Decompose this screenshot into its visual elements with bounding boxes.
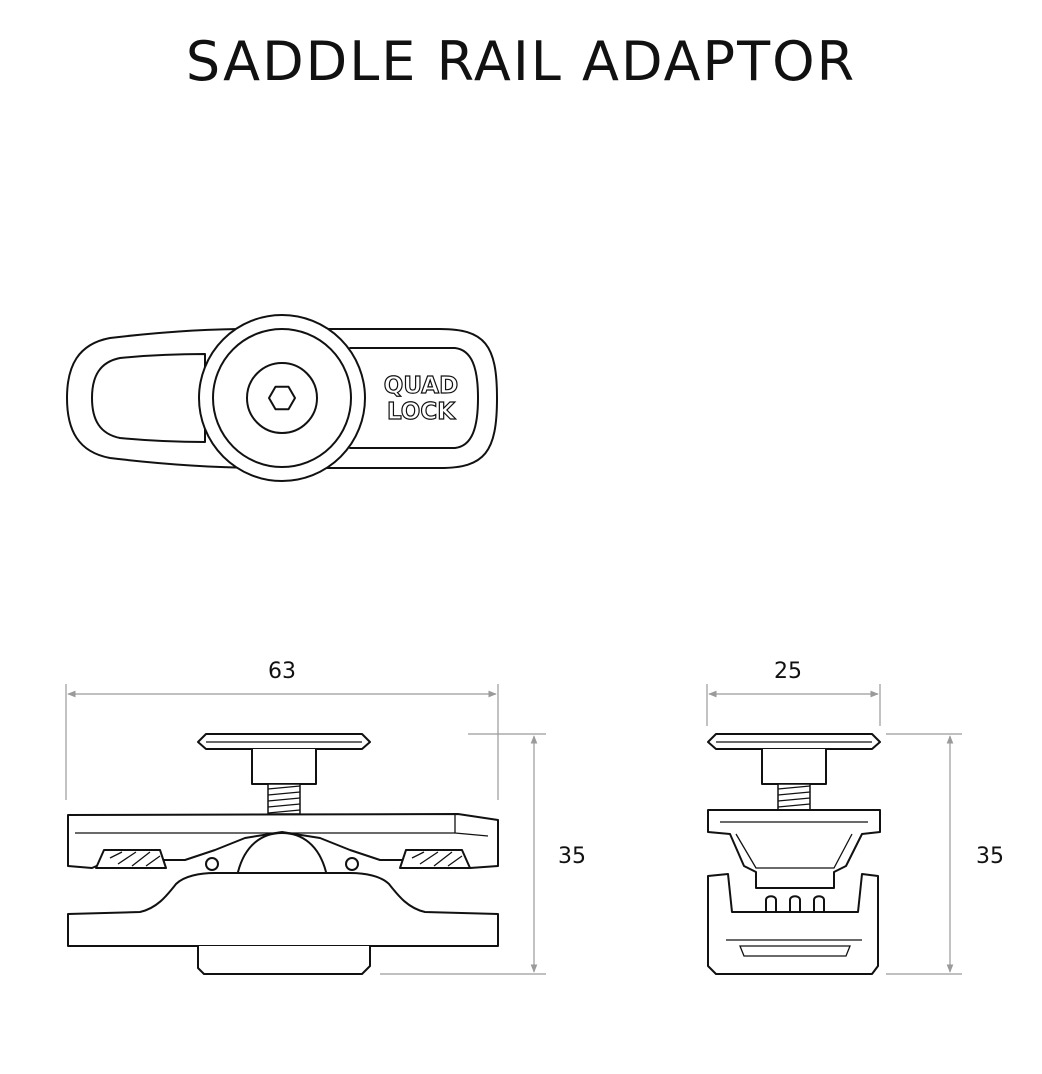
top-view: QUAD LOCK [66,314,498,482]
logo-text-lock: LOCK [387,399,456,425]
side-view-dimensions: 25 35 [706,659,1004,975]
top-view-mount-disc-ring [212,328,352,468]
side-view-lower-cradle [707,873,879,975]
page-title: SADDLE RAIL ADAPTOR [185,30,857,93]
side-height-label: 35 [976,844,1004,869]
top-view-mount-disc-outer [198,314,366,482]
side-view [707,733,881,975]
front-width-label: 63 [268,659,296,684]
front-view-pin-right [345,857,359,871]
side-view-finger-3 [813,895,825,913]
front-view-neck [251,749,317,785]
front-view-left-rail-pad [95,849,167,869]
front-view-thread [267,783,301,815]
side-view-thread [777,783,811,813]
front-view-right-rail-pad [399,849,471,869]
hex-socket-icon [268,385,296,411]
top-view-inner-left-recess [91,353,206,443]
quad-lock-logo: QUAD LOCK [383,372,459,425]
front-view-dimensions: 63 35 [65,659,586,975]
side-view-upper-block [707,809,881,889]
front-view-bottom-boss [197,946,371,975]
top-view-bolt-head [246,362,318,434]
side-width-label: 25 [774,659,802,684]
front-view-lower-jaw [67,872,499,947]
logo-text-quad: QUAD [384,373,458,399]
side-view-finger-2 [789,895,801,913]
front-view-pin-left [205,857,219,871]
front-view-centre-dome [237,832,327,873]
front-height-label: 35 [558,844,586,869]
front-view [67,733,499,975]
side-view-finger-1 [765,895,777,913]
side-view-neck [761,749,827,785]
top-view-inner-right-recess [349,347,479,449]
